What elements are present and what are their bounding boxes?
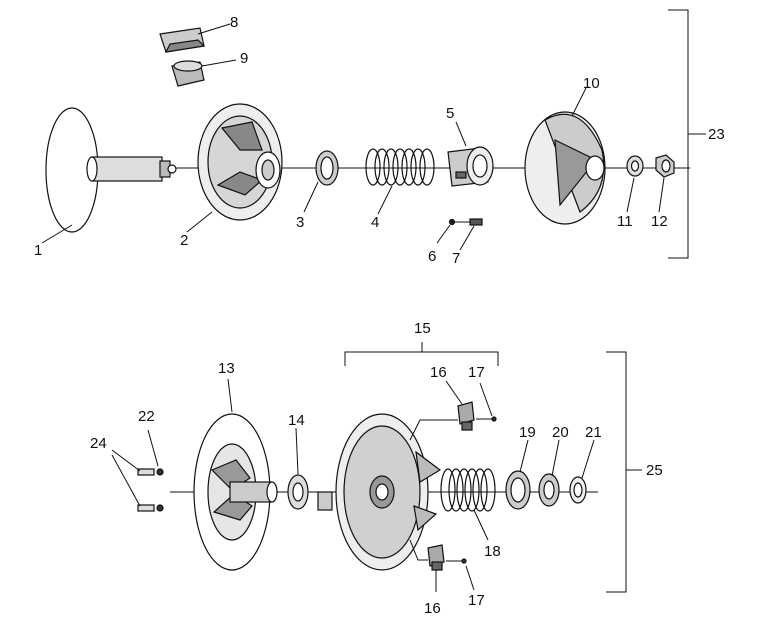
label-2: 2	[180, 232, 188, 249]
part-11-washer	[626, 155, 644, 177]
label-1: 1	[34, 242, 42, 259]
part-6-pin	[448, 218, 470, 226]
label-10: 10	[583, 75, 600, 92]
label-15: 15	[414, 320, 431, 337]
part-7-screw	[469, 218, 483, 226]
label-24: 24	[90, 435, 107, 452]
part-2-moving-sheave	[197, 103, 283, 221]
label-21: 21	[585, 424, 602, 441]
label-17-upper: 17	[468, 364, 485, 381]
part-3-washer	[315, 150, 339, 186]
upper-assembly: 1 2 3 4 5 6 7 8 9 10 11 12 23	[34, 9, 725, 267]
label-9: 9	[240, 50, 248, 67]
label-12: 12	[651, 213, 668, 230]
part-14-washer	[287, 474, 309, 510]
part-19-bushing	[505, 470, 531, 510]
part-18-spring	[440, 468, 496, 512]
label-4: 4	[371, 214, 379, 231]
lower-assembly: 13 14 16 16 17 17 18 19 20 21 22 24 15 2…	[90, 320, 663, 617]
part-8-roller-cap	[159, 27, 206, 53]
part-12-nut	[655, 154, 675, 178]
part-10-cover	[524, 111, 606, 225]
part-16-roller-upper	[457, 401, 475, 431]
label-3: 3	[296, 214, 304, 231]
part-5-cam-collar	[447, 146, 494, 187]
label-18: 18	[484, 543, 501, 560]
part-16-roller-lower	[427, 544, 445, 571]
label-14: 14	[288, 412, 305, 429]
part-15-moving-sheave	[317, 413, 442, 571]
part-1-drive-disc-shaft	[45, 107, 177, 233]
part-13-fixed-sheave	[193, 413, 278, 571]
label-11: 11	[617, 213, 633, 230]
label-23: 23	[708, 126, 725, 143]
label-22: 22	[138, 408, 155, 425]
label-17-lower: 17	[468, 592, 485, 609]
label-13: 13	[218, 360, 235, 377]
label-16-upper: 16	[430, 364, 447, 381]
part-4-spring	[365, 148, 435, 186]
label-20: 20	[552, 424, 569, 441]
part-17-pin-lower	[446, 558, 467, 564]
label-7: 7	[452, 250, 460, 267]
label-19: 19	[519, 424, 536, 441]
label-16-lower: 16	[424, 600, 441, 617]
part-21-snap-ring	[569, 476, 587, 504]
label-6: 6	[428, 248, 436, 265]
part-17-pin-upper	[476, 416, 497, 422]
label-25: 25	[646, 462, 663, 479]
part-20-washer	[538, 473, 560, 507]
label-5: 5	[446, 105, 454, 122]
label-8: 8	[230, 14, 238, 31]
part-22-24-studs	[137, 468, 164, 512]
part-9-roller	[171, 60, 205, 87]
